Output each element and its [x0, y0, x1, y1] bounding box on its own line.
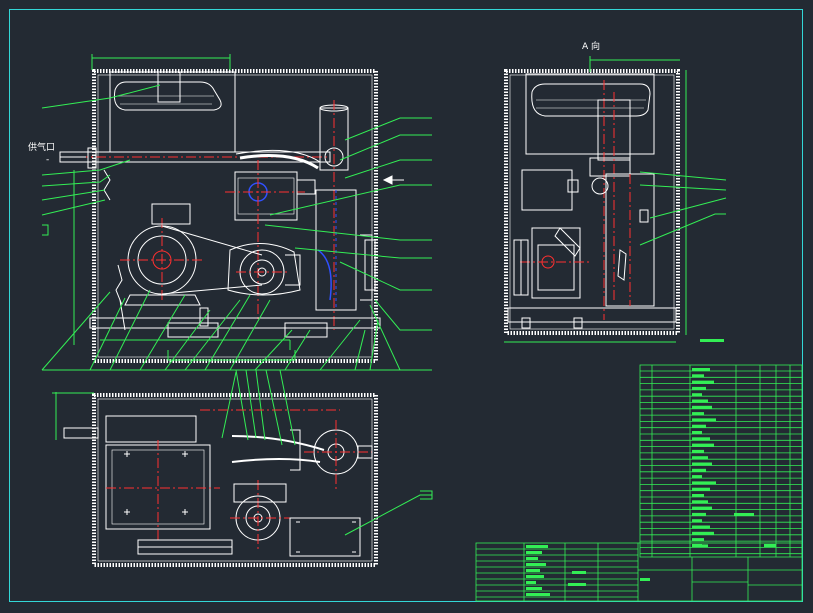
table-entry-mark	[692, 544, 702, 547]
table-entry-mark	[692, 475, 702, 479]
table-entry-mark	[692, 418, 716, 422]
table-entry-mark	[692, 424, 706, 428]
title-entry-mark	[526, 551, 542, 554]
table-entry-mark	[692, 449, 704, 453]
table-entry-mark	[692, 468, 706, 472]
table-entry-mark	[692, 494, 704, 497]
title-entry-mark	[526, 569, 540, 572]
table-entry-mark	[692, 374, 704, 378]
title-entry-mark	[640, 578, 650, 581]
table-entry-mark	[692, 431, 702, 434]
table-entry-mark	[692, 487, 710, 491]
table-entry-mark	[692, 405, 712, 409]
top-housing	[92, 393, 378, 567]
front-housing	[92, 69, 378, 363]
title-block	[475, 542, 803, 602]
table-entry-mark	[692, 412, 704, 416]
title-entry-mark	[526, 557, 538, 560]
title-entry-mark	[526, 563, 546, 566]
table-entry-mark	[692, 506, 712, 510]
title-entry-mark	[526, 593, 550, 596]
supply-port-label: 供气口	[28, 141, 55, 153]
side-housing	[504, 69, 680, 335]
table-entry-mark	[692, 481, 716, 485]
table-entry-mark	[692, 456, 708, 460]
table-entry-mark	[734, 513, 754, 516]
front-view	[59, 54, 404, 363]
table-entry-mark	[692, 437, 710, 441]
supply-port-dash: -	[46, 155, 49, 165]
table-entry-mark	[764, 544, 776, 547]
table-entry-mark	[692, 386, 706, 390]
table-entry-mark	[692, 500, 708, 504]
title-block-entries	[526, 545, 650, 596]
title-entry-mark	[572, 571, 586, 574]
table-entry-mark	[692, 462, 712, 466]
table-entry-mark	[692, 393, 702, 397]
table-entry-mark	[692, 380, 714, 384]
table-entry-mark	[692, 525, 710, 529]
view-a-label: A 向	[582, 40, 600, 52]
title-entry-mark	[526, 575, 544, 578]
title-entry-mark	[526, 545, 548, 548]
table-entry-mark	[692, 538, 704, 542]
title-entry-mark	[526, 581, 536, 584]
table-entry-mark	[692, 368, 710, 371]
table-entry-mark	[692, 519, 702, 523]
title-entry-mark	[568, 583, 586, 586]
table-entry-mark	[692, 399, 708, 403]
side-view	[504, 56, 727, 343]
parts-list-entries	[692, 339, 776, 548]
top-view	[52, 369, 433, 567]
table-entry-mark	[692, 512, 706, 516]
control-box	[289, 517, 361, 557]
table-entry-mark	[700, 339, 724, 342]
table-entry-mark	[692, 443, 714, 447]
front-view-leaders	[41, 84, 432, 371]
parts-list-table	[639, 364, 803, 558]
drawing-frame	[9, 9, 803, 602]
table-entry-mark	[692, 531, 714, 535]
title-entry-mark	[526, 587, 542, 590]
